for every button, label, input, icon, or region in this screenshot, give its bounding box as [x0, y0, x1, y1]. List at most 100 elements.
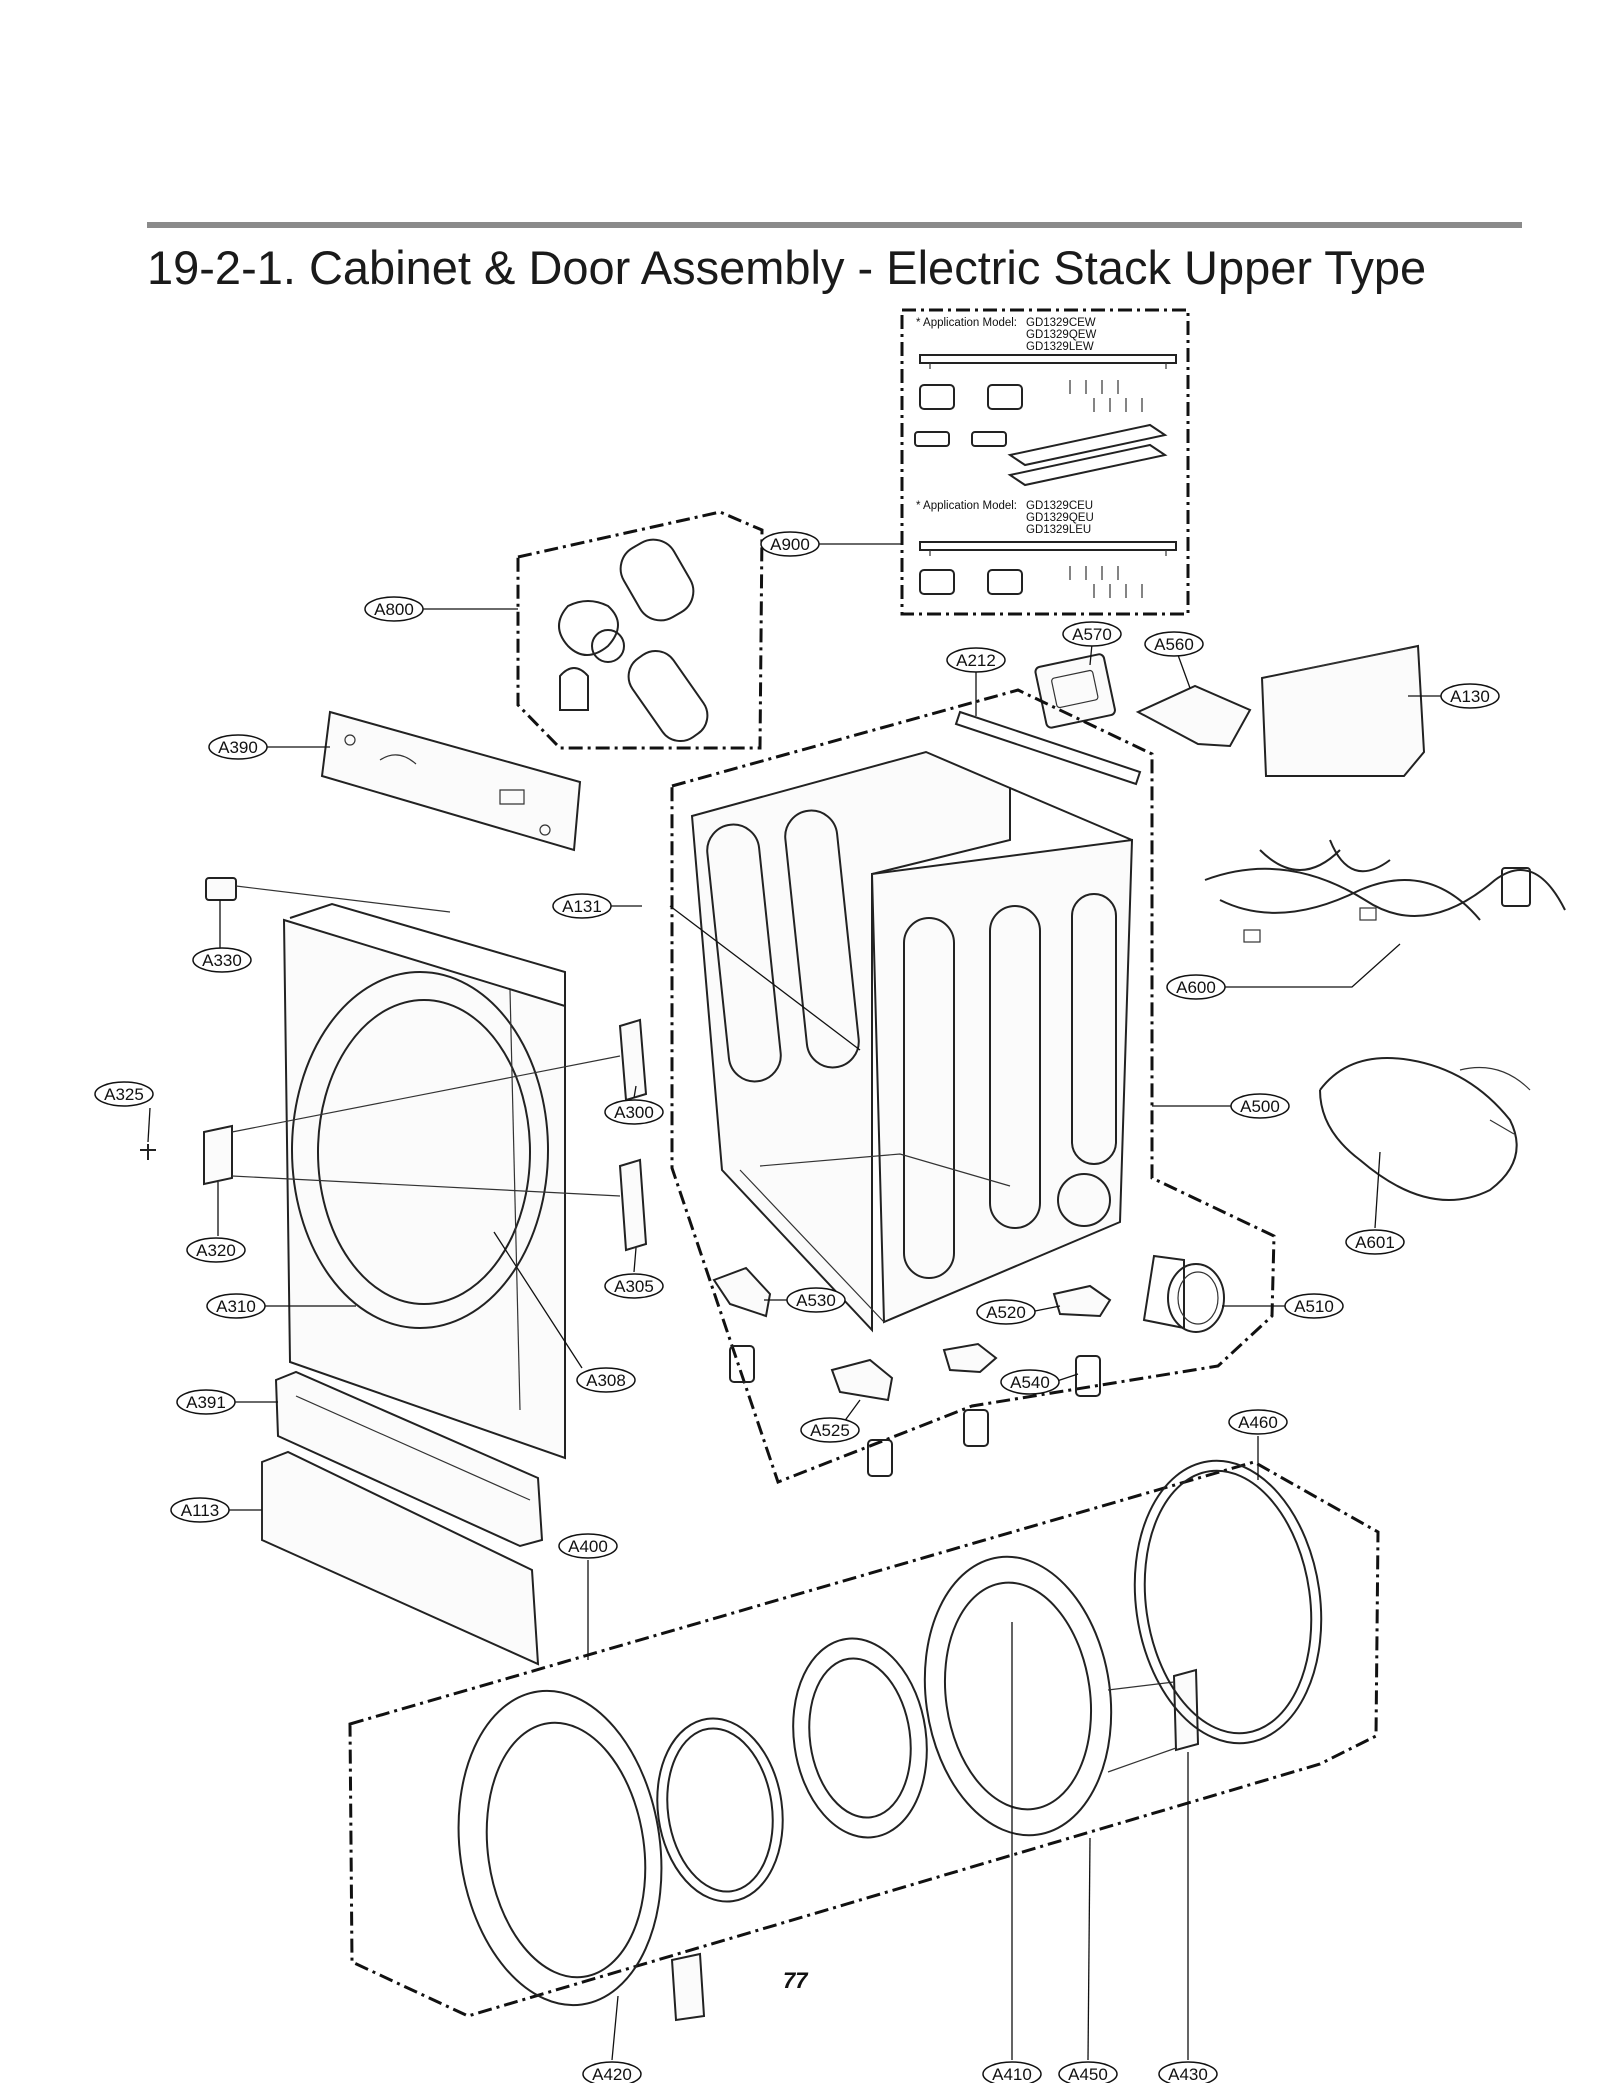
part-label-oval	[192, 947, 252, 973]
part-label-a510: A510	[1284, 1293, 1344, 1319]
door-assembly-a400	[348, 1459, 1380, 2022]
part-label-a800: A800	[364, 596, 424, 622]
part-label-text: A430	[1168, 2065, 1208, 2083]
part-label-oval	[604, 1099, 664, 1125]
part-label-text: A390	[218, 738, 258, 757]
part-label-text: A500	[1240, 1097, 1280, 1116]
part-label-a500: A500	[1230, 1093, 1290, 1119]
part-label-a310: A310	[206, 1293, 266, 1319]
bracket-a391	[274, 1370, 544, 1548]
part-label-text: A520	[986, 1303, 1026, 1322]
part-label-oval	[976, 1299, 1036, 1325]
leg-bracket-a525	[830, 1358, 894, 1477]
part-label-oval	[552, 893, 612, 919]
part-label-text: A510	[1294, 1297, 1334, 1316]
note-2-prefix: * Application Model:	[916, 500, 1017, 512]
part-label-oval	[170, 1497, 230, 1523]
part-label-text: A420	[592, 2065, 632, 2083]
rail-a212	[954, 710, 1142, 786]
part-label-text: A113	[181, 1501, 219, 1520]
part-label-oval	[1000, 1369, 1060, 1395]
bracket-a320	[203, 1055, 621, 1197]
part-label-text: A400	[568, 1537, 608, 1556]
note-1-model-2: GD1329QEW	[1026, 329, 1096, 341]
part-label-oval	[186, 1237, 246, 1263]
part-label-oval	[1345, 1229, 1405, 1255]
part-label-a520: A520	[976, 1299, 1036, 1325]
duct-kit-a800	[516, 510, 764, 750]
header-rule	[147, 222, 1522, 228]
leader-lines	[147, 543, 1444, 2061]
part-label-a460: A460	[1228, 1409, 1288, 1435]
part-label-oval	[1144, 631, 1204, 657]
part-label-a410: A410	[982, 2061, 1042, 2083]
page-title: 19-2-1. Cabinet & Door Assembly - Electr…	[147, 241, 1427, 294]
part-label-text: A310	[216, 1297, 256, 1316]
part-label-text: A391	[186, 1393, 226, 1412]
leg-bracket-a530	[712, 1266, 772, 1383]
cabinet-a500	[670, 688, 1276, 1484]
part-label-a391: A391	[176, 1389, 236, 1415]
part-label-a390: A390	[208, 734, 268, 760]
part-label-text: A540	[1010, 1373, 1050, 1392]
part-label-oval	[946, 647, 1006, 673]
part-label-text: A800	[374, 600, 414, 619]
note-2-model-3: GD1329LEU	[1026, 524, 1091, 536]
part-label-text: A305	[614, 1277, 654, 1296]
part-label-text: A131	[562, 897, 602, 916]
duct-a560	[1135, 684, 1252, 748]
part-label-oval	[558, 1533, 618, 1559]
part-label-oval	[576, 1367, 636, 1393]
part-label-a420: A420	[582, 2061, 642, 2083]
note-2-model-1: GD1329CEU	[1026, 500, 1093, 512]
part-label-oval	[604, 1273, 664, 1299]
part-label-oval	[364, 596, 424, 622]
part-label-oval	[1230, 1093, 1290, 1119]
part-label-oval	[582, 2061, 642, 2083]
part-label-oval	[1058, 2061, 1118, 2083]
part-label-a600: A600	[1166, 974, 1226, 1000]
part-label-text: A130	[1450, 687, 1490, 706]
note-1-prefix: * Application Model:	[916, 317, 1017, 329]
part-label-a450: A450	[1058, 2061, 1118, 2083]
part-label-a131: A131	[552, 893, 612, 919]
part-label-oval	[760, 531, 820, 557]
part-label-text: A410	[992, 2065, 1032, 2083]
part-label-a540: A540	[1000, 1369, 1060, 1395]
part-label-text: A570	[1072, 625, 1112, 644]
part-label-a320: A320	[186, 1237, 246, 1263]
note-1-model-3: GD1329LEW	[1026, 341, 1094, 353]
part-label-oval	[1062, 621, 1122, 647]
part-label-a525: A525	[800, 1417, 860, 1443]
control-bracket-a390	[320, 710, 582, 852]
part-label-a530: A530	[786, 1287, 846, 1313]
part-label-oval	[1166, 974, 1226, 1000]
leg-a540	[942, 1342, 1101, 1447]
panel-a113	[261, 1450, 540, 1666]
duct-a510	[1142, 1254, 1225, 1333]
bracket-a330	[205, 877, 451, 913]
screw-a325	[140, 1144, 156, 1160]
harness-a600	[1204, 839, 1566, 943]
part-label-text: A900	[770, 535, 810, 554]
part-label-a570: A570	[1062, 621, 1122, 647]
part-label-a400: A400	[558, 1533, 618, 1559]
part-label-a430: A430	[1158, 2061, 1218, 2083]
part-label-oval	[1228, 1409, 1288, 1435]
part-label-oval	[206, 1293, 266, 1319]
part-label-a130: A130	[1440, 683, 1500, 709]
part-label-oval	[94, 1081, 154, 1107]
hinge-a305	[618, 1158, 648, 1252]
part-labels: A900A800A570A560A212A130A390A131A330A600…	[94, 531, 1500, 2083]
part-label-text: A330	[202, 951, 242, 970]
part-label-oval	[1440, 683, 1500, 709]
part-label-a900: A900	[760, 531, 820, 557]
kit-box-a900: * Application Model: GD1329CEW GD1329QEW…	[900, 308, 1190, 616]
part-label-oval	[982, 2061, 1042, 2083]
part-label-a330: A330	[192, 947, 252, 973]
cover-a130	[1260, 644, 1426, 777]
hinge-a300	[618, 1018, 648, 1102]
part-label-text: A450	[1068, 2065, 1108, 2083]
part-label-oval	[800, 1417, 860, 1443]
